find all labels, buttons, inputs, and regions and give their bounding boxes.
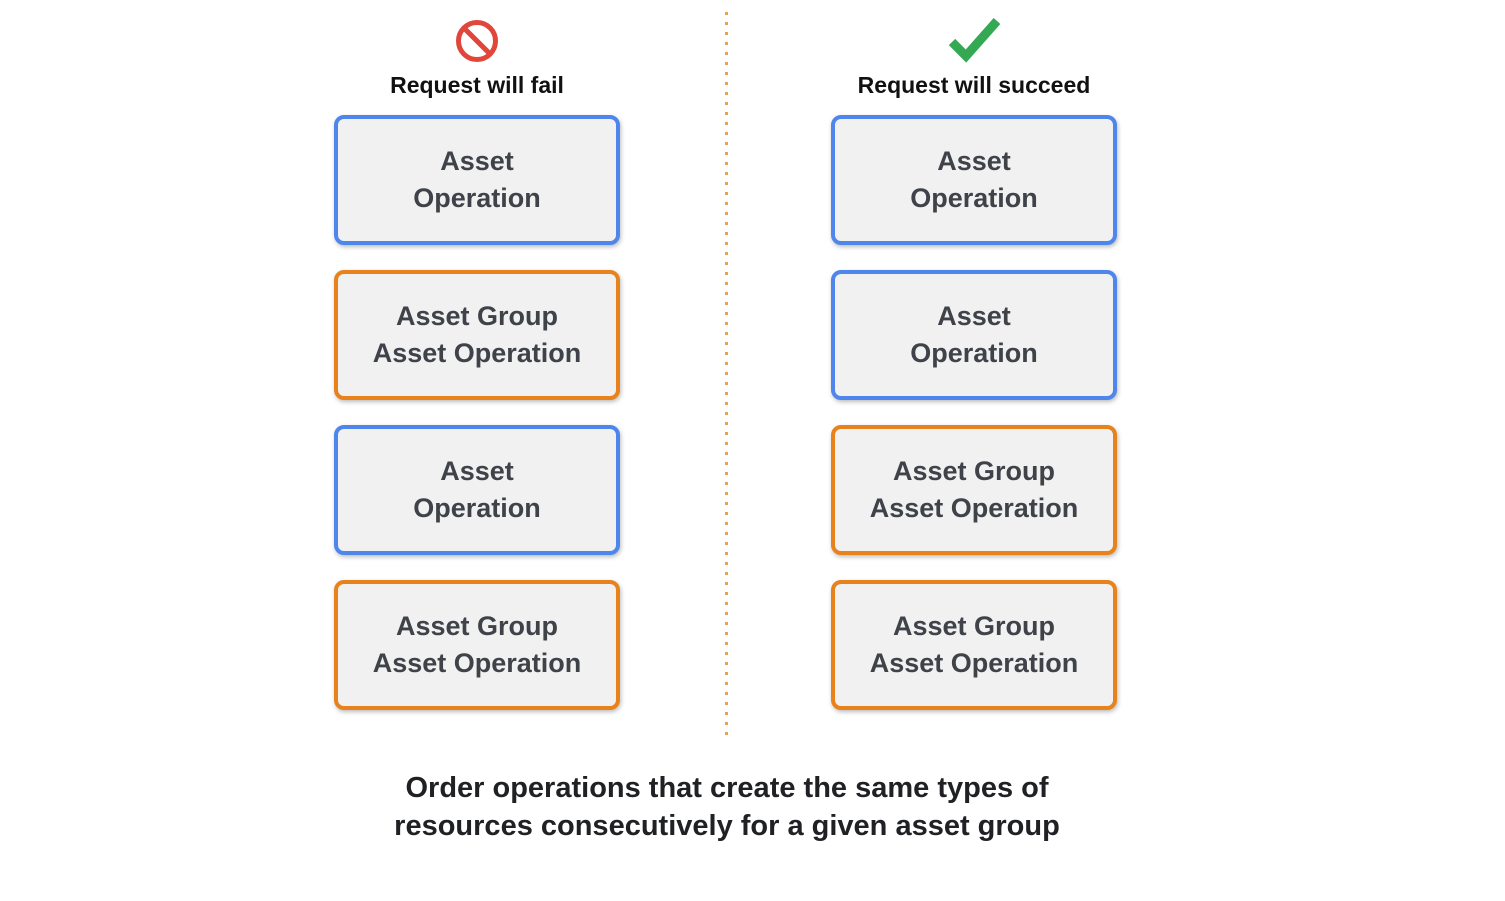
prohibited-icon [455, 19, 499, 68]
diagram-caption: Order operations that create the same ty… [394, 772, 1060, 842]
fail-box-asset-operation-1: Asset Operation [334, 115, 620, 245]
succeed-column-title: Request will succeed [857, 72, 1091, 98]
fail-box-asset-group-asset-operation-2: Asset Group Asset Operation [334, 580, 620, 710]
succeed-box-asset-group-asset-operation-2: Asset Group Asset Operation [831, 580, 1117, 710]
fail-column-title: Request will fail [390, 72, 564, 98]
succeed-box-asset-group-asset-operation-1: Asset Group Asset Operation [831, 425, 1117, 555]
fail-icon-wrap [455, 18, 499, 68]
fail-box-asset-operation-2: Asset Operation [334, 425, 620, 555]
succeed-box-asset-operation-2: Asset Operation [831, 270, 1117, 400]
checkmark-icon [945, 15, 1003, 68]
succeed-box-asset-operation-1: Asset Operation [831, 115, 1117, 245]
succeed-icon-wrap [945, 18, 1003, 68]
fail-box-asset-group-asset-operation-1: Asset Group Asset Operation [334, 270, 620, 400]
fail-column: Request will fail Asset Operation Asset … [334, 18, 620, 735]
dotted-divider [725, 12, 728, 738]
succeed-column: Request will succeed Asset Operation Ass… [831, 18, 1117, 735]
